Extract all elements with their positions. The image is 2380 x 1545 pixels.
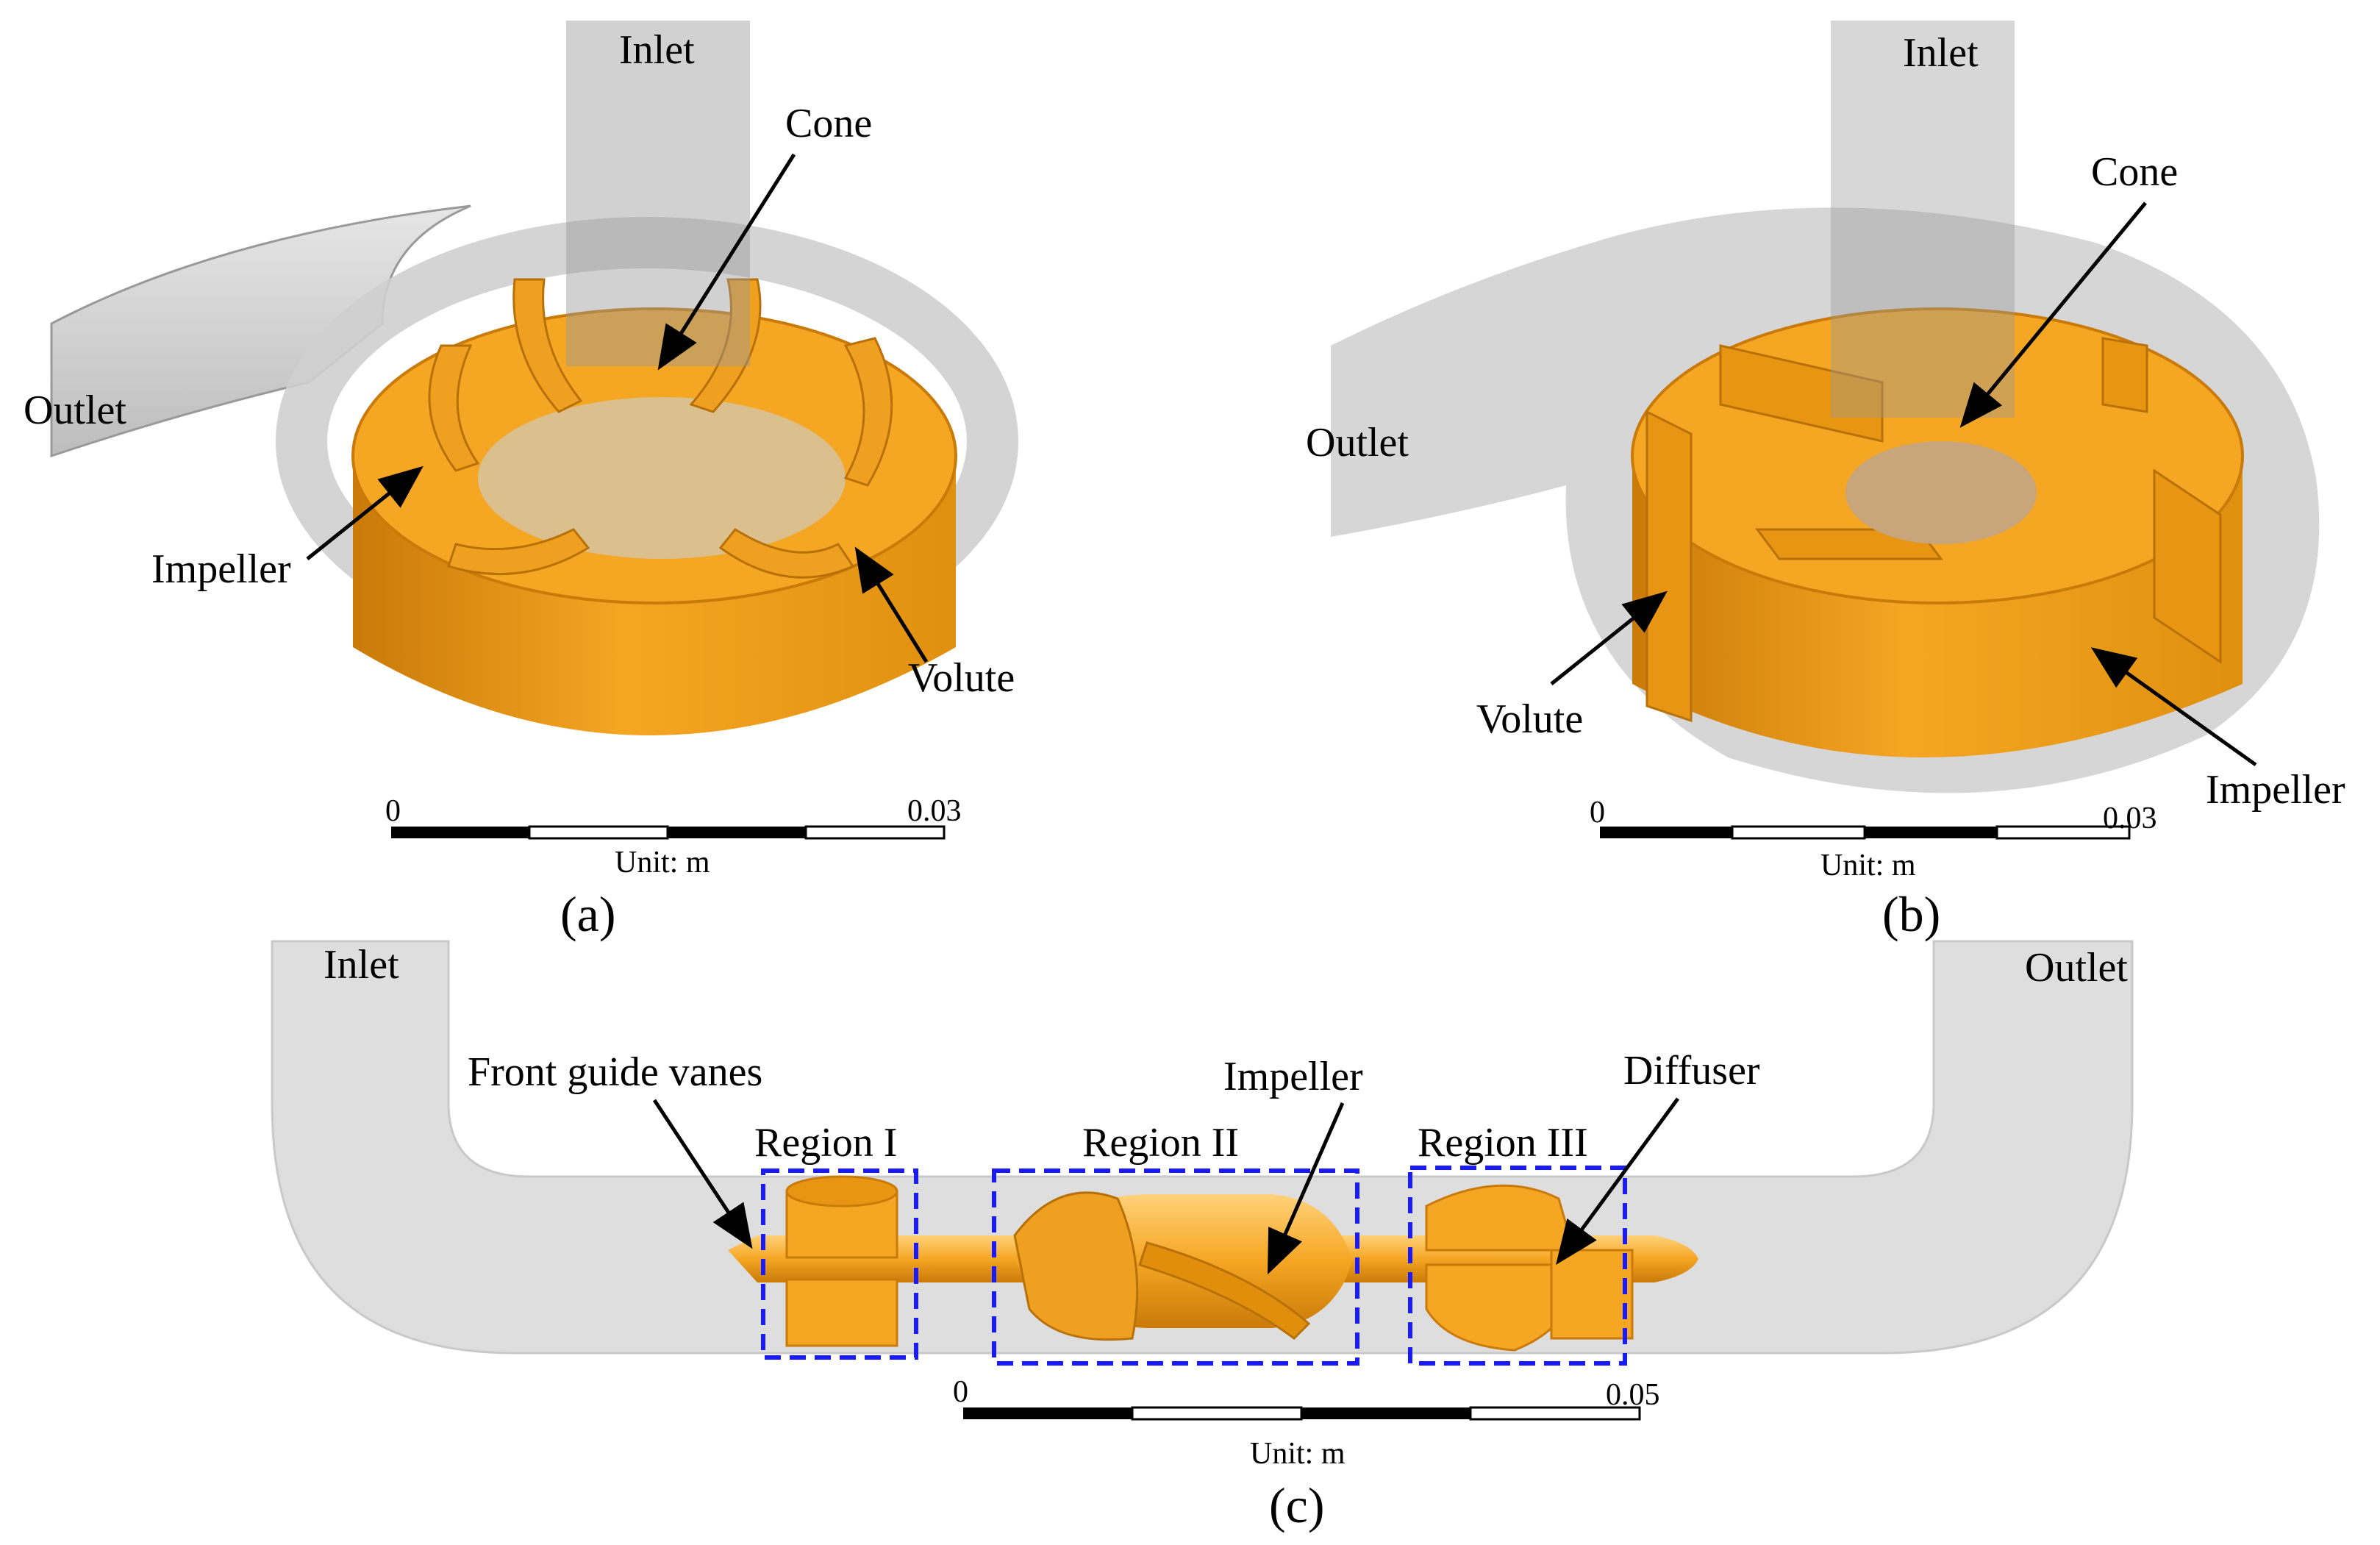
cone-arrow <box>657 153 796 371</box>
outlet-label: Outlet <box>24 388 126 433</box>
scale-bar-c: 0 0.05 Unit: m <box>953 1375 1660 1471</box>
caption-b: (b) <box>1882 886 1940 942</box>
diffuser-arrow <box>1556 1097 1680 1266</box>
volute-arrow <box>854 546 929 663</box>
svg-text:0: 0 <box>953 1375 968 1409</box>
svg-text:Unit: m: Unit: m <box>1820 849 1916 882</box>
caption-a: (a) <box>560 886 615 942</box>
cone-arrow <box>1959 201 2147 428</box>
impeller-arrow <box>306 465 424 560</box>
volute-arrow <box>1550 590 1668 685</box>
inlet-label: Inlet <box>619 27 695 73</box>
panel-a: Inlet Cone Outlet Impeller Volute 0 0.03… <box>24 21 1018 942</box>
scale-bar-a: 0 0.03 Unit: m <box>385 794 962 879</box>
impeller-assembly <box>1013 1191 1353 1341</box>
impeller-label: Impeller <box>151 546 291 592</box>
region-3-label: Region III <box>1418 1120 1588 1166</box>
front-guide-vanes-label: Front guide vanes <box>468 1049 762 1095</box>
volute-label: Volute <box>908 655 1015 701</box>
inlet-label: Inlet <box>1903 30 1979 76</box>
region-3-box <box>1408 1166 1627 1366</box>
volute-outlet-pipe <box>50 204 471 458</box>
scale-bar-b: 0 0.03 Unit: m <box>1590 796 2157 882</box>
impeller-arrow <box>2090 647 2257 767</box>
impeller-arrow <box>1267 1102 1345 1275</box>
cone-label: Cone <box>785 101 872 146</box>
region-2-label: Region II <box>1082 1120 1239 1166</box>
inlet-duct <box>566 21 750 366</box>
region-1-label: Region I <box>754 1120 897 1166</box>
volute-label: Volute <box>1476 696 1583 742</box>
svg-text:0.03: 0.03 <box>2103 802 2157 835</box>
cone-label: Cone <box>2091 149 2178 195</box>
impeller-label: Impeller <box>2206 767 2345 813</box>
region-1-box <box>761 1168 918 1360</box>
caption-c: (c) <box>1269 1477 1324 1533</box>
front-guide-vanes <box>785 1175 898 1347</box>
region-2-box <box>992 1168 1359 1366</box>
svg-text:0: 0 <box>1590 796 1605 829</box>
impeller-eye <box>1845 441 2037 544</box>
outlet-label: Outlet <box>1306 420 1409 465</box>
panel-c: Inlet Outlet Front guide vanes Impeller … <box>271 940 2134 1533</box>
front-guide-vanes-arrow <box>652 1099 753 1249</box>
impeller-label: Impeller <box>1223 1054 1363 1099</box>
impeller-blades <box>428 278 893 579</box>
inlet-duct <box>1831 21 2015 418</box>
panel-b: Inlet Cone Outlet Volute Impeller 0 0.03… <box>1306 21 2345 942</box>
svg-text:Unit: m: Unit: m <box>615 846 710 879</box>
svg-text:0.05: 0.05 <box>1606 1378 1660 1412</box>
inlet-label: Inlet <box>324 942 399 988</box>
svg-text:Unit: m: Unit: m <box>1250 1437 1346 1471</box>
svg-text:0.03: 0.03 <box>907 794 962 828</box>
svg-text:0: 0 <box>385 794 401 828</box>
outlet-label: Outlet <box>2025 945 2128 991</box>
diffuser-label: Diffuser <box>1623 1048 1760 1093</box>
